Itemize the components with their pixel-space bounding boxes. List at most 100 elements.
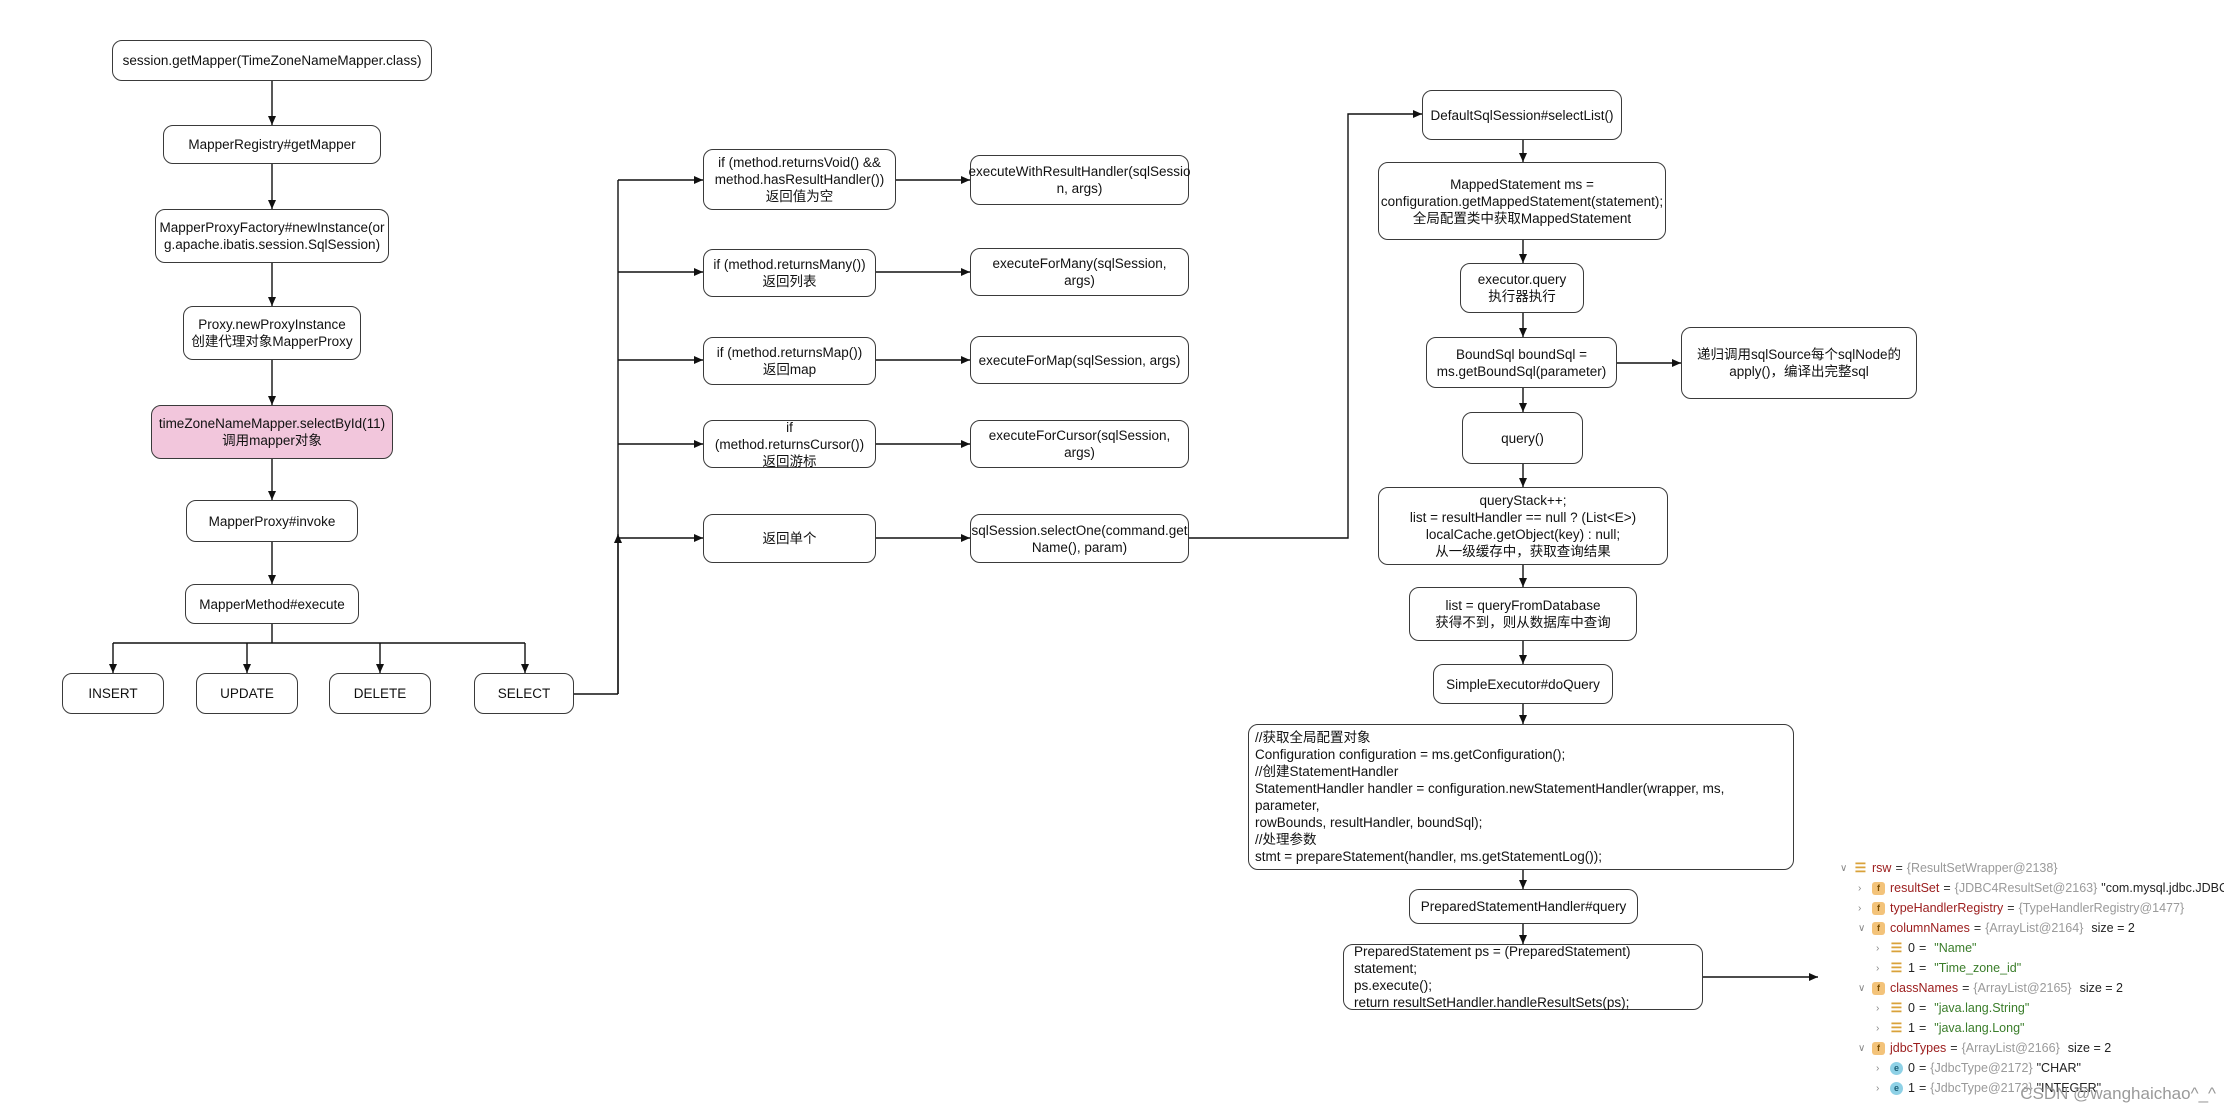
debugger-equals: = xyxy=(1918,1061,1927,1075)
debugger-var-name: 1 xyxy=(1908,1081,1915,1095)
debugger-var-value: "Name" xyxy=(1934,941,1977,955)
debugger-equals: = xyxy=(1895,861,1903,875)
chevron-right-icon[interactable]: › xyxy=(1876,1062,1880,1074)
node-bound-sql: BoundSql boundSql = ms.getBoundSql(param… xyxy=(1426,337,1617,388)
debugger-var-name: columnNames xyxy=(1890,921,1970,935)
debugger-var-name: 0 xyxy=(1908,1001,1915,1015)
node-mapped-statement: MappedStatement ms = configuration.getMa… xyxy=(1378,162,1666,240)
node-update: UPDATE xyxy=(196,673,298,714)
field-icon: f xyxy=(1872,901,1885,915)
chevron-right-icon[interactable]: › xyxy=(1876,1022,1880,1034)
chevron-right-icon[interactable]: › xyxy=(1876,1002,1880,1014)
chevron-right-icon[interactable]: › xyxy=(1876,962,1880,974)
node-mapper-registry-get-mapper: MapperRegistry#getMapper xyxy=(163,125,381,164)
debugger-var-type: {JDBC4ResultSet@2163} xyxy=(1954,881,2098,895)
debugger-equals: = xyxy=(1950,1041,1958,1055)
list-icon: ☰ xyxy=(1854,860,1867,875)
debugger-var-value: "CHAR" xyxy=(2036,1061,2081,1075)
debugger-var-name: rsw xyxy=(1872,861,1892,875)
list-icon: ☰ xyxy=(1890,1000,1903,1015)
chevron-down-icon[interactable]: ∨ xyxy=(1858,922,1866,934)
node-sql-session-select-one: sqlSession.selectOne(command.get Name(),… xyxy=(970,514,1189,563)
node-select-by-id: timeZoneNameMapper.selectById(11) 调用mapp… xyxy=(151,405,393,459)
chevron-right-icon[interactable]: › xyxy=(1858,902,1862,914)
debugger-var-type: {ArrayList@2166} xyxy=(1961,1041,2060,1055)
debugger-equals: = xyxy=(2007,901,2015,915)
debugger-row[interactable]: › ☰ 0= "Name" xyxy=(1876,938,1976,958)
chevron-down-icon[interactable]: ∨ xyxy=(1858,1042,1866,1054)
node-executor-query: executor.query 执行器执行 xyxy=(1460,263,1584,313)
chevron-right-icon[interactable]: › xyxy=(1876,942,1880,954)
debugger-row[interactable]: ∨ f classNames={ArrayList@2165} size = 2 xyxy=(1858,978,2123,998)
debugger-var-value: "INTEGER" xyxy=(2036,1081,2102,1095)
list-icon: ☰ xyxy=(1890,940,1903,955)
debugger-var-value: "Time_zone_id" xyxy=(1934,961,2022,975)
node-sql-source-apply: 递归调用sqlSource每个sqlNode的 apply()，编译出完整sql xyxy=(1681,327,1917,399)
debugger-var-size: size = 2 xyxy=(2079,981,2123,995)
enum-icon: e xyxy=(1890,1081,1903,1095)
node-default-sql-session-select-list: DefaultSqlSession#selectList() xyxy=(1422,90,1622,140)
node-query-from-database: list = queryFromDatabase 获得不到，则从数据库中查询 xyxy=(1409,587,1637,641)
chevron-right-icon[interactable]: › xyxy=(1876,1082,1880,1094)
debugger-var-type: {ArrayList@2165} xyxy=(1973,981,2072,995)
debugger-var-name: resultSet xyxy=(1890,881,1940,895)
node-query-stack-local-cache: queryStack++; list = resultHandler == nu… xyxy=(1378,487,1668,565)
node-proxy-new-proxy-instance: Proxy.newProxyInstance 创建代理对象MapperProxy xyxy=(183,306,361,360)
node-session-get-mapper: session.getMapper(TimeZoneNameMapper.cla… xyxy=(112,40,432,81)
debugger-var-type: {JdbcType@2173} xyxy=(1930,1081,2033,1095)
debugger-row[interactable]: ∨ ☰ rsw={ResultSetWrapper@2138} xyxy=(1840,858,2058,878)
debugger-var-name: 0 xyxy=(1908,941,1915,955)
debugger-equals: = xyxy=(1918,1001,1927,1015)
debugger-var-name: 1 xyxy=(1908,1021,1915,1035)
debugger-row[interactable]: › ☰ 1= "Time_zone_id" xyxy=(1876,958,2021,978)
node-mapper-method-execute: MapperMethod#execute xyxy=(185,584,359,624)
watermark: CSDN @wanghaichao^_^ xyxy=(2020,1084,2216,1103)
debugger-row[interactable]: › ☰ 0= "java.lang.String" xyxy=(1876,998,2029,1018)
field-icon: f xyxy=(1872,981,1885,995)
chevron-down-icon[interactable]: ∨ xyxy=(1840,862,1848,874)
debugger-var-type: {JdbcType@2172} xyxy=(1930,1061,2033,1075)
node-prepared-statement-body: PreparedStatement ps = (PreparedStatemen… xyxy=(1343,944,1703,1010)
field-icon: f xyxy=(1872,921,1885,935)
node-execute-for-map: executeForMap(sqlSession, args) xyxy=(970,336,1189,384)
debugger-row[interactable]: ›☰1="java.lang.Long" xyxy=(1876,1018,2024,1038)
debugger-var-value: "java.lang.String" xyxy=(1934,1001,2030,1015)
chevron-right-icon[interactable]: › xyxy=(1858,882,1862,894)
debugger-var-name: classNames xyxy=(1890,981,1959,995)
node-query: query() xyxy=(1462,412,1583,464)
debugger-equals: = xyxy=(1943,881,1951,895)
debugger-var-name: 0 xyxy=(1908,1061,1915,1075)
enum-icon: e xyxy=(1890,1061,1903,1075)
debugger-equals: = xyxy=(1973,921,1982,935)
debugger-var-name: typeHandlerRegistry xyxy=(1890,901,2004,915)
debugger-equals: = xyxy=(1918,1021,1927,1035)
node-execute-with-result-handler: executeWithResultHandler(sqlSessio n, ar… xyxy=(968,155,1191,205)
node-if-returns-many: if (method.returnsMany()) 返回列表 xyxy=(703,249,876,297)
debugger-equals: = xyxy=(1918,941,1927,955)
node-insert: INSERT xyxy=(62,673,164,714)
debugger-equals: = xyxy=(1918,1081,1927,1095)
debugger-equals: = xyxy=(1962,981,1970,995)
node-delete: DELETE xyxy=(329,673,431,714)
debugger-var-value: "com.mysql.jdbc.JDBC xyxy=(2101,881,2224,895)
debugger-equals: = xyxy=(1918,961,1927,975)
debugger-var-size: size = 2 xyxy=(2067,1041,2112,1055)
debugger-var-name: 1 xyxy=(1908,961,1915,975)
node-if-returns-void: if (method.returnsVoid() && method.hasRe… xyxy=(703,149,896,210)
debugger-var-type: {ResultSetWrapper@2138} xyxy=(1906,861,2058,875)
list-icon: ☰ xyxy=(1890,1020,1903,1035)
chevron-down-icon[interactable]: ∨ xyxy=(1858,982,1866,994)
debugger-var-name: jdbcTypes xyxy=(1890,1041,1947,1055)
node-if-returns-map: if (method.returnsMap()) 返回map xyxy=(703,337,876,385)
list-icon: ☰ xyxy=(1890,960,1903,975)
node-execute-for-cursor: executeForCursor(sqlSession, args) xyxy=(970,420,1189,468)
node-select: SELECT xyxy=(474,673,574,714)
